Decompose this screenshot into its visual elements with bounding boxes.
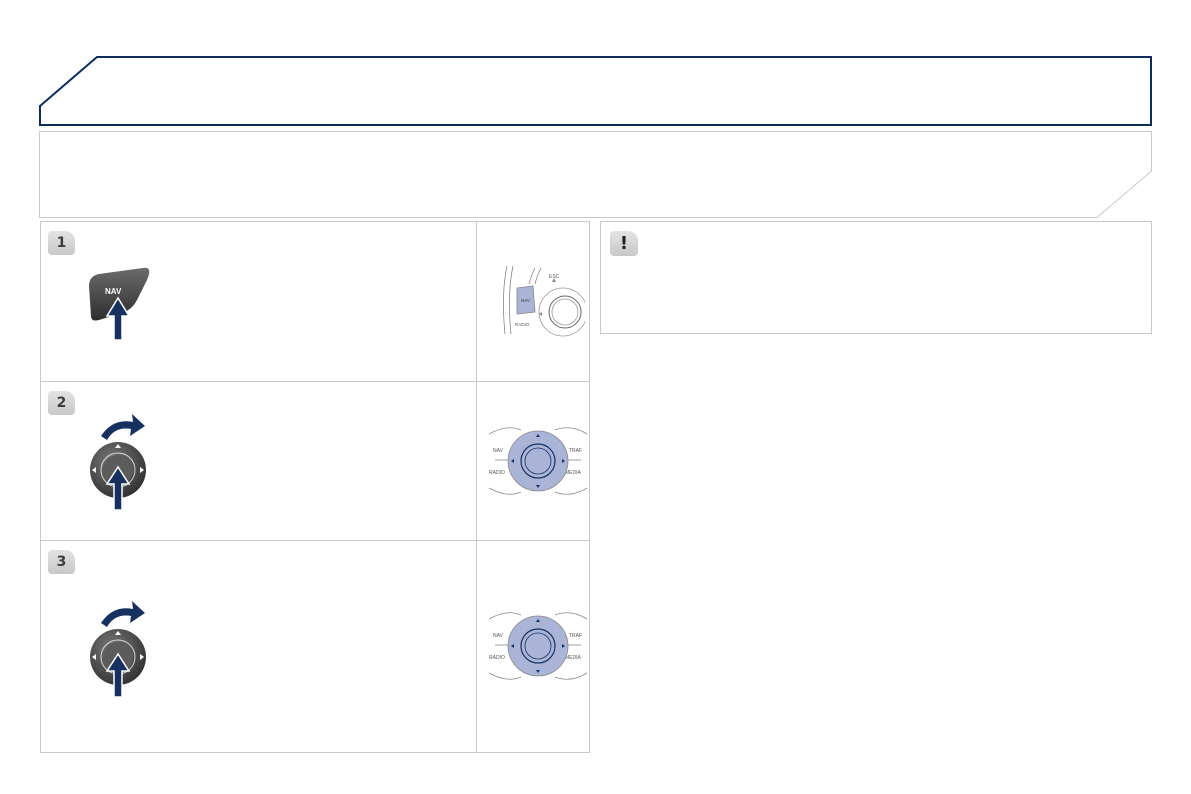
diagram-label: NAV xyxy=(521,298,530,303)
diagram-label: TRAF xyxy=(569,633,582,639)
steps-table: 1 NAV ESC NAV RADIO xyxy=(40,221,590,753)
diagram-label: MEDIA xyxy=(565,470,582,476)
diagram-label: RADIO xyxy=(489,470,505,476)
step-number-badge: 2 xyxy=(48,391,75,415)
title-banner xyxy=(39,56,1152,126)
diagram-label: RADIO xyxy=(489,655,505,661)
subtitle-box xyxy=(39,131,1152,218)
row-divider xyxy=(476,382,477,540)
diagram-label: NAV xyxy=(493,633,504,639)
rotary-dial-turn-press-icon xyxy=(90,414,146,511)
diagram-label: MEDIA xyxy=(565,655,582,661)
step-number-badge: 3 xyxy=(48,550,75,574)
diagram-label: TRAF xyxy=(569,448,582,454)
nav-button-press-icon: NAV xyxy=(89,267,150,340)
warning-box: ! xyxy=(600,221,1152,334)
step-row-1: 1 NAV ESC NAV RADIO xyxy=(41,222,589,381)
step-number-badge: 1 xyxy=(48,231,75,255)
diagram-label: ESC xyxy=(549,274,560,280)
control-panel-nav-icon: ESC NAV RADIO xyxy=(503,265,585,337)
control-panel-dial-icon: NAV TRAF RADIO MEDIA xyxy=(488,427,588,495)
step-row-2: 2 NAV TRAF RAD xyxy=(41,381,589,540)
warning-icon: ! xyxy=(610,231,638,256)
diagram-label: NAV xyxy=(493,448,504,454)
nav-button-label: NAV xyxy=(105,287,122,296)
control-panel-dial-icon: NAV TRAF RADIO MEDIA xyxy=(488,612,588,680)
row-divider xyxy=(476,541,477,753)
diagram-label: RADIO xyxy=(515,322,530,327)
step-row-3: 3 NAV TRAF RAD xyxy=(41,540,589,753)
row-divider xyxy=(476,222,477,381)
rotary-dial-turn-press-icon xyxy=(90,601,146,698)
